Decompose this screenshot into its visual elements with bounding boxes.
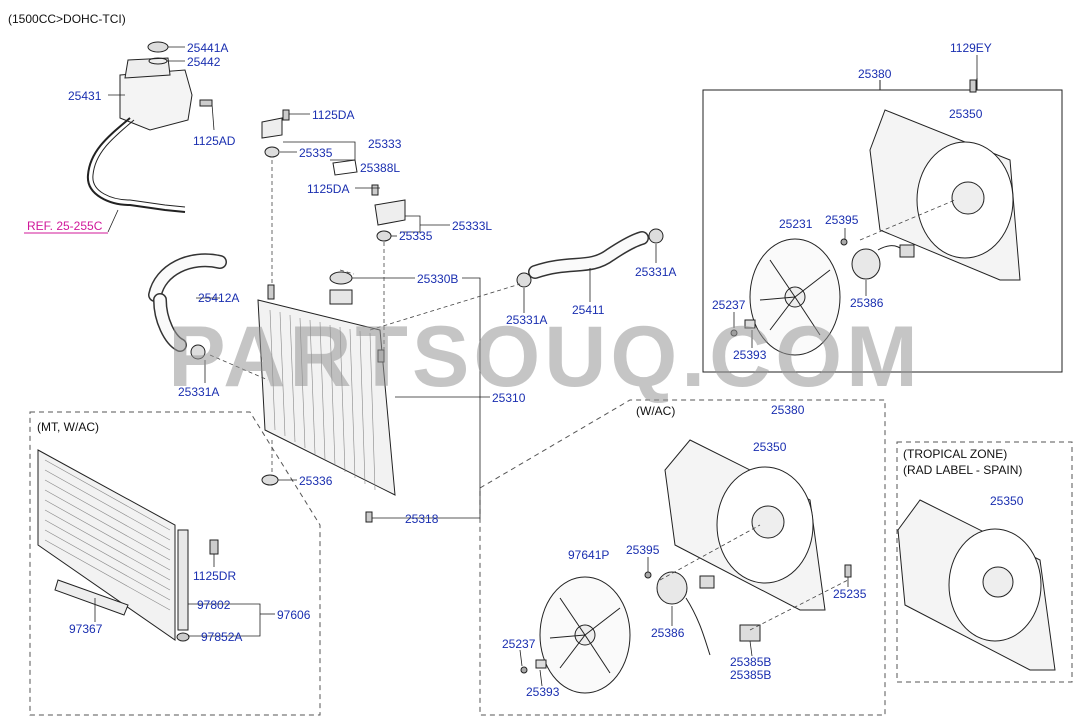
section-wac: (W/AC): [636, 404, 676, 418]
part-label-1125ad[interactable]: 1125AD: [193, 134, 236, 148]
part-label-25331a-2[interactable]: 25331A: [506, 313, 548, 327]
part-label-25310[interactable]: 25310: [492, 391, 526, 405]
part-label-25380-2[interactable]: 25380: [771, 403, 805, 417]
part-label-25388l[interactable]: 25388L: [360, 161, 401, 175]
part-label-1129ey[interactable]: 1129EY: [950, 41, 992, 55]
section-tropical-zone: (TROPICAL ZONE): [903, 447, 1008, 461]
part-label-25318[interactable]: 25318: [405, 512, 439, 526]
upper-brackets: [261, 109, 406, 242]
part-label-25330b[interactable]: 25330B: [417, 272, 459, 286]
motor-upper: [730, 79, 977, 337]
hoses: [148, 228, 664, 360]
part-label-25235[interactable]: 25235: [833, 587, 867, 601]
part-label-25335-2[interactable]: 25335: [399, 229, 433, 243]
bracket-lines: [702, 78, 1063, 373]
part-label-25386-1[interactable]: 25386: [850, 296, 884, 310]
part-label-25442[interactable]: 25442: [187, 55, 221, 69]
part-label-25395-2[interactable]: 25395: [626, 543, 660, 557]
part-label-25336[interactable]: 25336: [299, 474, 333, 488]
part-label-25335-1[interactable]: 25335: [299, 146, 333, 160]
engine-caption: (1500CC>DOHC-TCI): [8, 12, 126, 26]
part-label-25385b-2[interactable]: 25385B: [730, 668, 772, 682]
section-mt-wac: (MT, W/AC): [37, 420, 99, 434]
part-label-1125dr[interactable]: 1125DR: [193, 569, 237, 583]
motor-lower: [520, 564, 852, 674]
part-label-25395-1[interactable]: 25395: [825, 213, 859, 227]
part-label-25393-2[interactable]: 25393: [526, 685, 560, 699]
part-label-25333[interactable]: 25333: [368, 137, 402, 151]
part-label-25411[interactable]: 25411: [572, 303, 605, 317]
part-label-25412a[interactable]: 25412A: [198, 291, 240, 305]
part-label-25237-1[interactable]: 25237: [712, 298, 746, 312]
reservoir-tank: [86, 41, 213, 213]
part-label-25393-1[interactable]: 25393: [733, 348, 767, 362]
part-label-1125da-1[interactable]: 1125DA: [312, 108, 355, 122]
leader-lines: [94, 46, 978, 687]
fan-shroud-upper: [869, 109, 1021, 281]
part-label-25350-2[interactable]: 25350: [753, 440, 787, 454]
part-label-25331a-3[interactable]: 25331A: [635, 265, 677, 279]
fan-lower: [539, 576, 631, 694]
part-label-25237-2[interactable]: 25237: [502, 637, 536, 651]
condenser: [37, 449, 219, 642]
part-label-25350-1[interactable]: 25350: [949, 107, 983, 121]
part-label-97606[interactable]: 97606: [277, 608, 311, 622]
part-label-25380-1[interactable]: 25380: [858, 67, 892, 81]
part-label-25350-3[interactable]: 25350: [990, 494, 1024, 508]
section-boxes: [29, 399, 1073, 716]
part-label-25431[interactable]: 25431: [68, 89, 102, 103]
part-label-97641p[interactable]: 97641P: [568, 548, 610, 562]
part-label-97367[interactable]: 97367: [69, 622, 103, 636]
part-label-97802[interactable]: 97802: [197, 598, 231, 612]
ref-link[interactable]: REF. 25-255C: [27, 219, 103, 233]
fan-upper: [749, 238, 841, 356]
section-rad-label: (RAD LABEL - SPAIN): [903, 463, 1023, 477]
part-label-97852a[interactable]: 97852A: [201, 630, 243, 644]
part-label-25331a-1[interactable]: 25331A: [178, 385, 220, 399]
part-label-1125da-2[interactable]: 1125DA: [307, 182, 350, 196]
part-label-25441a[interactable]: 25441A: [187, 41, 229, 55]
part-label-25231[interactable]: 25231: [779, 217, 813, 231]
dashed-leaders: [209, 160, 956, 631]
fan-shroud-tropical: [897, 499, 1056, 671]
part-label-25333l[interactable]: 25333L: [452, 219, 493, 233]
part-label-25386-2[interactable]: 25386: [651, 626, 685, 640]
radiator: [257, 271, 396, 523]
part-label-25385b-1[interactable]: 25385B: [730, 655, 772, 669]
fan-shroud-lower: [664, 439, 826, 611]
